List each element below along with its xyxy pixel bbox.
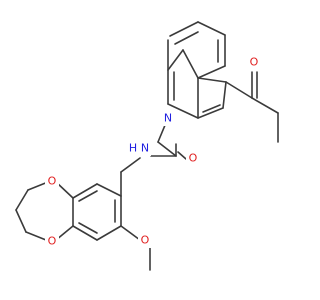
bond: [15, 189, 29, 211]
bond: [15, 209, 27, 233]
bond: [120, 225, 141, 241]
amide-nitrogen-label: N: [141, 142, 149, 155]
methoxy-oxygen-label: O: [141, 234, 150, 247]
amide-oxygen-label: O: [189, 152, 198, 165]
bond: [78, 190, 98, 202]
bond: [202, 104, 221, 113]
bond: [27, 181, 49, 191]
bond: [182, 49, 199, 79]
bond: [197, 65, 226, 79]
dioxepine-oxygen-lower-atom: O: [45, 233, 59, 249]
atom-labels: O N O H N O O O: [45, 54, 262, 249]
indole-nitrogen-atom: N: [161, 110, 175, 126]
bond: [177, 151, 187, 160]
bond: [96, 183, 122, 197]
bond: [72, 183, 98, 199]
bond: [96, 225, 122, 241]
bond: [167, 103, 199, 119]
bond: [197, 107, 224, 119]
bond: [72, 225, 98, 241]
bond: [222, 81, 227, 109]
bond: [167, 49, 184, 71]
bond: [169, 21, 199, 37]
bond: [157, 141, 177, 157]
amide-oxygen-atom: O: [186, 150, 200, 166]
chemical-structure-diagram: O N O H N O O O: [15, 21, 279, 271]
ketone-oxygen-label: O: [250, 56, 259, 69]
indole-nitrogen-label: N: [164, 112, 172, 125]
dioxepine-oxygen-lower-label: O: [48, 235, 57, 248]
amide-hydrogen-label: H: [129, 142, 137, 155]
bond: [174, 31, 199, 45]
bond: [78, 222, 98, 234]
bond: [251, 97, 279, 114]
bond: [25, 231, 47, 241]
bond: [120, 157, 141, 173]
methoxy-oxygen-atom: O: [138, 232, 152, 248]
dioxepine-oxygen-upper-label: O: [48, 175, 57, 188]
dioxepine-oxygen-upper-atom: O: [45, 173, 59, 189]
bond: [225, 81, 253, 99]
ketone-oxygen-atom: O: [248, 54, 262, 70]
bond: [197, 21, 226, 36]
bond: [197, 77, 227, 83]
amide-nitrogen-atom: H N: [127, 140, 151, 156]
